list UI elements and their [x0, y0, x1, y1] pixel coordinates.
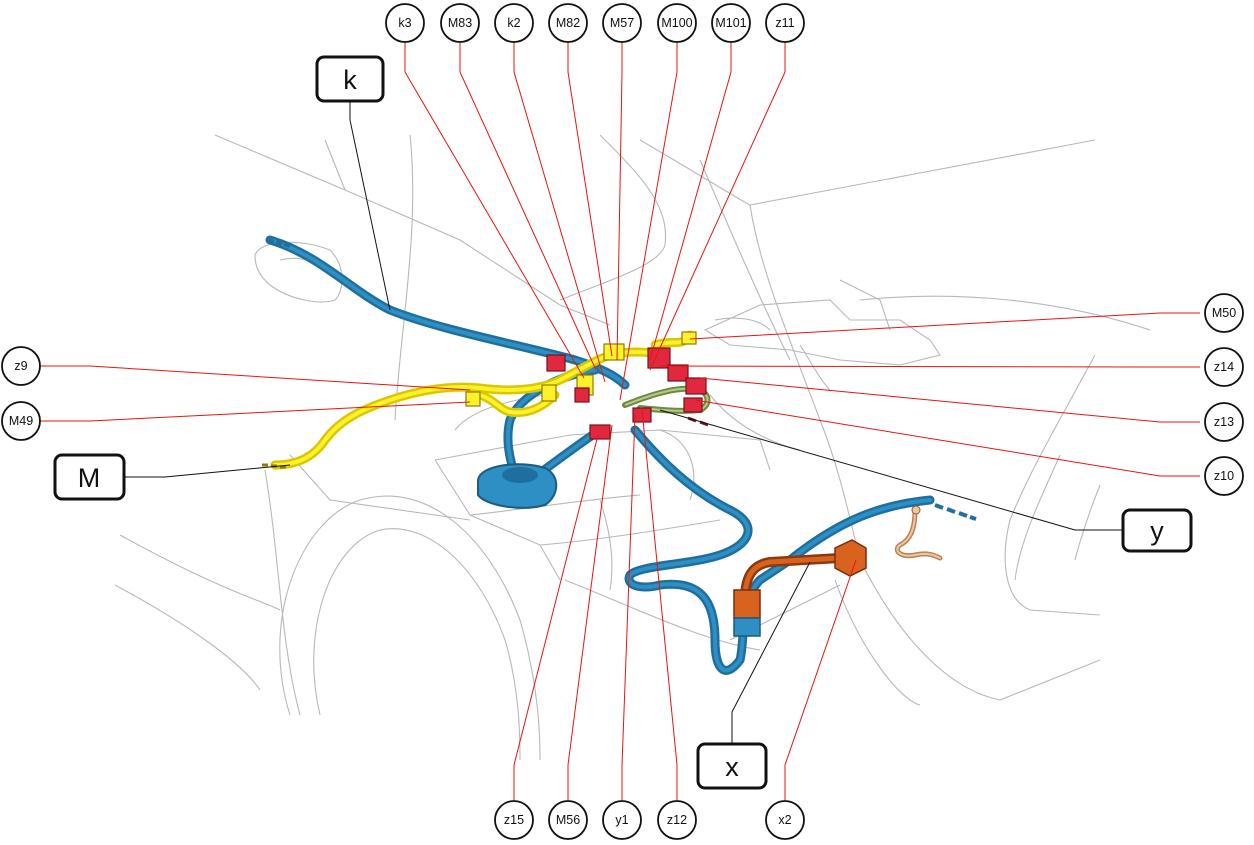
vehicle-outline — [114, 134, 1151, 761]
svg-text:x2: x2 — [778, 813, 791, 827]
callout-k2: k2 — [494, 3, 534, 43]
callout-z12: z12 — [657, 800, 697, 840]
svg-text:k2: k2 — [507, 16, 520, 30]
svg-text:M83: M83 — [448, 16, 472, 30]
harness-k-blue — [265, 235, 935, 675]
callouts-left: z9 M49 — [1, 346, 41, 441]
callout-M83: M83 — [440, 3, 480, 43]
callout-z15: z15 — [494, 800, 534, 840]
callout-z13: z13 — [1204, 402, 1244, 442]
svg-text:k: k — [343, 65, 357, 95]
callout-x2: x2 — [765, 800, 805, 840]
svg-text:y1: y1 — [615, 813, 628, 827]
callout-M56: M56 — [548, 800, 588, 840]
callouts-right: M50 z14 z13 z10 — [1204, 293, 1244, 496]
harness-label-x: x — [696, 742, 768, 790]
svg-text:z13: z13 — [1214, 415, 1234, 429]
svg-text:M57: M57 — [610, 16, 634, 30]
callout-M50: M50 — [1204, 293, 1244, 333]
callout-z11: z11 — [765, 3, 805, 43]
harness-label-y: y — [1121, 508, 1193, 553]
callout-M100: M100 — [657, 3, 697, 43]
callout-y1: y1 — [602, 800, 642, 840]
callout-M82: M82 — [548, 3, 588, 43]
svg-text:z14: z14 — [1214, 360, 1234, 374]
harness-y-green — [622, 385, 711, 414]
callouts-top: k3 M83 k2 M82 M57 M100 M101 z11 — [385, 3, 805, 43]
callouts-bottom: z15 M56 y1 z12 x2 — [494, 800, 805, 840]
harness-x-orange — [733, 505, 943, 637]
callout-M101: M101 — [711, 3, 751, 43]
svg-text:M82: M82 — [556, 16, 580, 30]
svg-text:z9: z9 — [14, 359, 27, 373]
callout-k3: k3 — [385, 3, 425, 43]
svg-text:M56: M56 — [556, 813, 580, 827]
callout-z9: z9 — [1, 346, 41, 386]
svg-text:M100: M100 — [661, 16, 692, 30]
svg-text:x: x — [725, 752, 739, 782]
svg-text:y: y — [1150, 516, 1164, 546]
svg-text:M: M — [78, 463, 101, 493]
leader-lines — [40, 42, 1200, 800]
callout-z14: z14 — [1204, 347, 1244, 387]
callout-M49: M49 — [1, 401, 41, 441]
svg-text:M49: M49 — [9, 414, 33, 428]
callout-z10: z10 — [1204, 456, 1244, 496]
svg-text:k3: k3 — [398, 16, 411, 30]
svg-text:z11: z11 — [775, 16, 794, 30]
callout-M57: M57 — [602, 3, 642, 43]
harness-label-k: k — [315, 55, 385, 103]
svg-text:M101: M101 — [715, 16, 746, 30]
svg-text:z10: z10 — [1214, 469, 1234, 483]
svg-text:z12: z12 — [667, 813, 687, 827]
svg-text:z15: z15 — [504, 813, 524, 827]
harness-M-yellow — [270, 330, 697, 470]
svg-text:M50: M50 — [1212, 306, 1236, 320]
harness-label-M: M — [53, 453, 126, 501]
